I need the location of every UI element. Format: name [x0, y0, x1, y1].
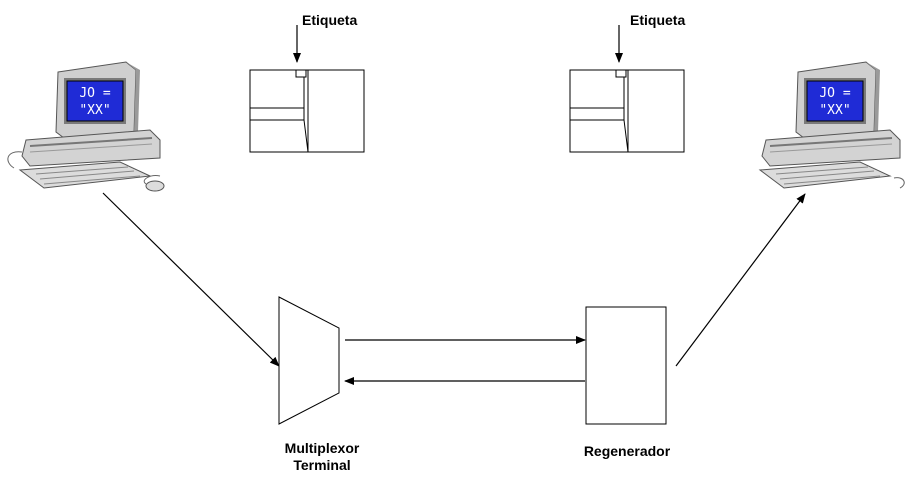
- screen-left-line1: JO =: [79, 86, 110, 101]
- frame-right: Etiqueta: [569, 12, 685, 153]
- computer-right-icon: JO = "XX": [758, 61, 905, 189]
- screen-right: [806, 80, 864, 122]
- screen-left: [66, 80, 124, 122]
- regenerador: Regenerador: [584, 306, 671, 459]
- regenerador-shape: [585, 306, 667, 425]
- frame-right-label: Etiqueta: [630, 12, 685, 28]
- multiplexor-label-line1: Multiplexor: [285, 440, 360, 456]
- frame-right-tag-box: [615, 69, 627, 78]
- frame-left-label: Etiqueta: [302, 12, 357, 28]
- frame-left-tag-box: [295, 69, 307, 78]
- arrow-computer-left-to-multiplexor: [102, 192, 280, 367]
- computer-left-icon: JO = "XX": [7, 61, 165, 192]
- frame-left: Etiqueta: [249, 12, 365, 153]
- screen-right-line2: "XX": [819, 103, 850, 118]
- arrow-regenerador-to-computer-right: [675, 193, 806, 367]
- multiplexor-terminal: Multiplexor Terminal: [278, 296, 360, 473]
- regenerador-label: Regenerador: [584, 443, 671, 459]
- screen-right-line1: JO =: [819, 86, 850, 101]
- multiplexor-label-line2: Terminal: [293, 457, 350, 473]
- multiplexor-shape: [278, 296, 340, 425]
- screen-left-line2: "XX": [79, 103, 110, 118]
